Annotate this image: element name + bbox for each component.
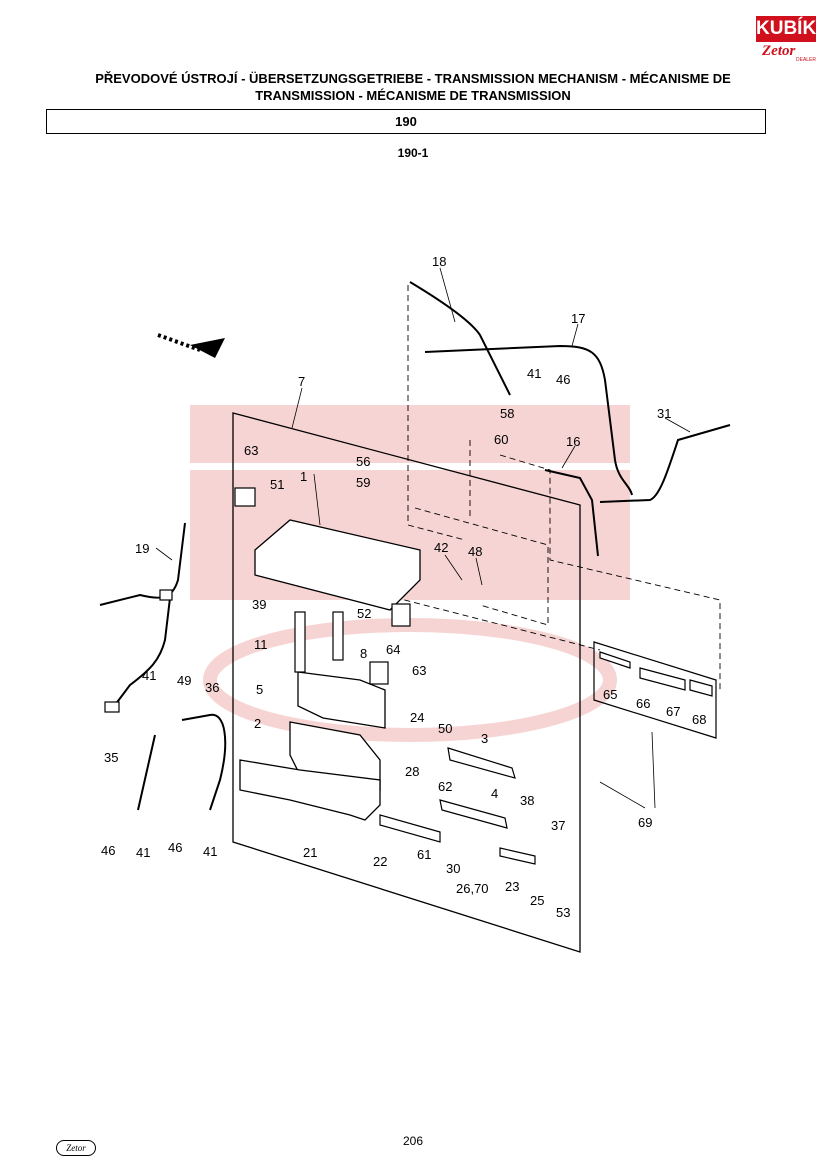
callout-4: 4 [491, 786, 498, 801]
callout-17: 17 [571, 311, 585, 326]
callout-18: 18 [432, 254, 446, 269]
callout-67: 67 [666, 704, 680, 719]
callout-30: 30 [446, 861, 460, 876]
callout-69: 69 [638, 815, 652, 830]
section-number: 190 [395, 114, 417, 129]
callout-51: 51 [270, 477, 284, 492]
callout-41b: 41 [142, 668, 156, 683]
callout-53: 53 [556, 905, 570, 920]
callout-66: 66 [636, 696, 650, 711]
callout-41d: 41 [203, 844, 217, 859]
callout-42: 42 [434, 540, 448, 555]
logo-text: KUBÍK [756, 16, 816, 42]
section-number-box: 190 [46, 109, 766, 134]
callout-36: 36 [205, 680, 219, 695]
callout-56: 56 [356, 454, 370, 469]
callout-35: 35 [104, 750, 118, 765]
callout-25: 25 [530, 893, 544, 908]
title-line-1: PŘEVODOVÉ ÚSTROJÍ - ÜBERSETZUNGSGETRIEBE… [95, 71, 731, 86]
callout-61: 61 [417, 847, 431, 862]
callout-49: 49 [177, 673, 191, 688]
callout-21: 21 [303, 845, 317, 860]
kubik-logo: KUBÍK Zetor DEALER [756, 16, 816, 64]
callout-41: 41 [527, 366, 541, 381]
callout-26-70: 26,70 [456, 881, 489, 896]
callout-8: 8 [360, 646, 367, 661]
hydraulic-pipes [99, 281, 731, 811]
callout-2: 2 [254, 716, 261, 731]
callout-59: 59 [356, 475, 370, 490]
callout-48: 48 [468, 544, 482, 559]
callout-52: 52 [357, 606, 371, 621]
direction-arrow-icon [157, 333, 225, 358]
callout-62: 62 [438, 779, 452, 794]
callout-37: 37 [551, 818, 565, 833]
callout-60: 60 [494, 432, 508, 447]
spool-parts [104, 487, 713, 865]
callout-63: 63 [244, 443, 258, 458]
callout-24: 24 [410, 710, 424, 725]
logo-brand: Zetor [762, 43, 796, 59]
callout-31: 31 [657, 406, 671, 421]
page-title: PŘEVODOVÉ ÚSTROJÍ - ÜBERSETZUNGSGETRIEBE… [40, 70, 786, 104]
callout-46: 46 [556, 372, 570, 387]
callout-39: 39 [252, 597, 266, 612]
callout-7: 7 [298, 374, 305, 389]
callout-46b: 46 [101, 843, 115, 858]
title-line-2: TRANSMISSION - MÉCANISME DE TRANSMISSION [255, 88, 571, 103]
callout-1: 1 [300, 469, 307, 484]
dashed-assembly-lines [384, 285, 721, 690]
callout-58: 58 [500, 406, 514, 421]
callout-38: 38 [520, 793, 534, 808]
callout-23: 23 [505, 879, 519, 894]
callout-65: 65 [603, 687, 617, 702]
callout-19: 19 [135, 541, 149, 556]
footer-zetor-logo: Zetor [56, 1140, 96, 1156]
part-callouts: 18 17 41 46 7 31 58 60 16 63 56 1 59 51 … [101, 254, 706, 920]
callout-68: 68 [692, 712, 706, 727]
callout-5: 5 [256, 682, 263, 697]
callout-22: 22 [373, 854, 387, 869]
valve-blocks [239, 519, 421, 821]
callout-50: 50 [438, 721, 452, 736]
callout-41c: 41 [136, 845, 150, 860]
page-number: 206 [402, 1134, 424, 1148]
subsection-number: 190-1 [397, 146, 429, 160]
assembly-plate-outline [232, 412, 581, 953]
logo-sub: DEALER [796, 57, 817, 63]
leader-lines [155, 267, 691, 809]
callout-28: 28 [405, 764, 419, 779]
callout-46c: 46 [168, 840, 182, 855]
callout-11: 11 [254, 637, 268, 652]
callout-16: 16 [566, 434, 580, 449]
callout-64: 64 [386, 642, 400, 657]
callout-63b: 63 [412, 663, 426, 678]
sub-assembly-plate-outline [593, 641, 717, 739]
callout-3: 3 [481, 731, 488, 746]
